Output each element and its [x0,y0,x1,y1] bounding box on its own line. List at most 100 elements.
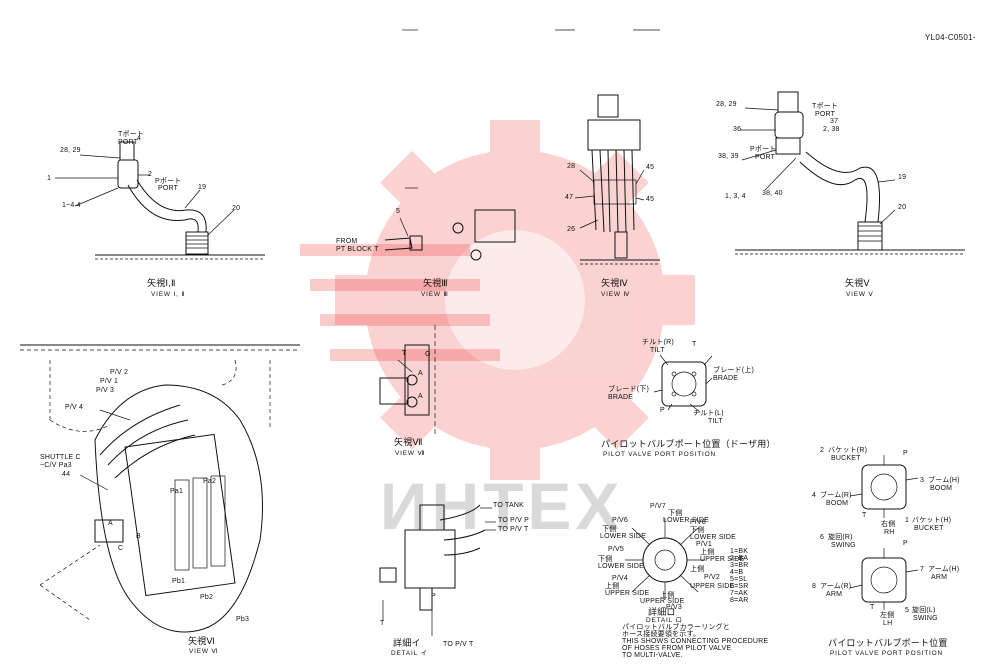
label: C [118,545,124,552]
label: 20 [232,205,241,212]
label: 37 [830,118,839,125]
pilot-main-caption-en: PILOT VALVE PORT POSITION [830,650,943,657]
label: 右側 [881,521,896,528]
label: 6 [820,534,825,541]
label: 1~4 4 [62,202,81,209]
label: A [418,393,423,400]
label: P [903,450,908,457]
legend-item: 3=BR [730,562,749,569]
label: B [136,533,141,540]
label: UPPER SIDE [690,583,735,590]
label: 26 [567,226,576,233]
label: PORT [158,185,179,192]
view3-caption: 矢視Ⅲ [423,278,448,288]
view4-drawing [574,94,660,265]
label: Pb2 [200,594,214,601]
label: TO P/V T [443,641,474,648]
label: 2, 38 [823,126,840,133]
label: Pb3 [236,616,250,623]
label: 38, 40 [762,190,783,197]
label: 下側 [668,510,683,517]
view1-caption: 矢視Ⅰ,Ⅱ [147,278,176,288]
detail-b-drawing [625,518,705,600]
label: 下側 [690,527,705,534]
legend-item: 8=AR [730,597,749,604]
label: UPPER SIDE [605,590,650,597]
label: ~C/V Pa3 [40,462,72,469]
label: 1 [905,517,910,524]
legend-item: 6=SR [730,583,749,590]
label: 旋回(L) [912,607,936,614]
label: 19 [198,184,207,191]
label: LOWER SIDE [690,534,736,541]
view1-drawing [55,141,265,260]
label: アーム(R) [820,583,852,590]
view4-caption-en: VIEW Ⅳ [601,291,631,298]
view5-caption: 矢視Ⅴ [845,278,870,288]
label: SWING [831,542,856,549]
label: P [660,407,665,414]
label: T [692,341,697,348]
label: P/V 3 [96,387,115,394]
label: 28, 29 [716,101,737,108]
label: Pa1 [170,488,184,495]
legend-item: 5=SL [730,576,748,583]
label: ARM [931,574,948,581]
label: 3 [920,477,925,484]
legend-item: 1=BK [730,548,749,555]
pilot-main-drawing [849,455,919,610]
legend-item: 4=B [730,569,744,576]
label: SWING [913,615,938,622]
label: A [418,370,423,377]
label: 8 [812,583,817,590]
label: A [108,520,113,527]
pilot-dozer-caption: パイロットバルブポート位置（ドーザ用） [601,439,776,449]
view3-drawing [384,187,516,261]
view6-drawing [20,344,300,633]
label: T [402,350,407,357]
label: バケット(H) [912,517,952,524]
label: 7 [920,566,925,573]
label: ブーム(R) [820,492,852,499]
detail-b-caption: 詳細ロ [648,607,676,617]
label: 5 [396,208,401,215]
label: 上側 [660,592,675,599]
label: BUCKET [914,525,944,532]
label: ブレード(上) [713,367,755,374]
detail-a-caption: 詳細イ [393,638,421,648]
label: 20 [898,204,907,211]
label: T [862,512,867,519]
label: LOWER SIDE [598,563,644,570]
detail-b-note-jp2: ホース接続要領を示す。 [622,631,701,638]
pilot-dozer-caption-en: PILOT VALVE PORT POSITION [603,451,716,458]
label: 下側 [602,526,617,533]
label: TO P/V T [498,526,529,533]
label: 2 [820,447,825,454]
label: アーム(H) [928,566,960,573]
label: P/V6 [612,517,628,524]
label: 左側 [880,612,895,619]
label: Tポート [118,131,145,138]
label: P [431,593,436,600]
label: PT BLOCK T [336,246,379,253]
label: 45 [646,196,655,203]
label: チルト(R) [642,339,674,346]
label: T [870,604,875,611]
label: P/V2 [704,574,720,581]
pilot-dozer-drawing [653,354,713,413]
legend-item: 2=BA [730,555,749,562]
label: Pb1 [172,578,186,585]
label: 上側 [690,566,705,573]
label: UPPER SIDE [700,556,745,563]
label: BOOM [930,485,953,492]
label: 旋回(R) [828,534,853,541]
label: Pa2 [203,478,217,485]
label: 28 [567,163,576,170]
label: ブーム(H) [928,477,960,484]
legend-item: 7=AK [730,590,749,597]
label: 47 [565,194,574,201]
label: UPPER SIDE [640,598,685,605]
view4-caption: 矢視Ⅳ [601,278,628,288]
